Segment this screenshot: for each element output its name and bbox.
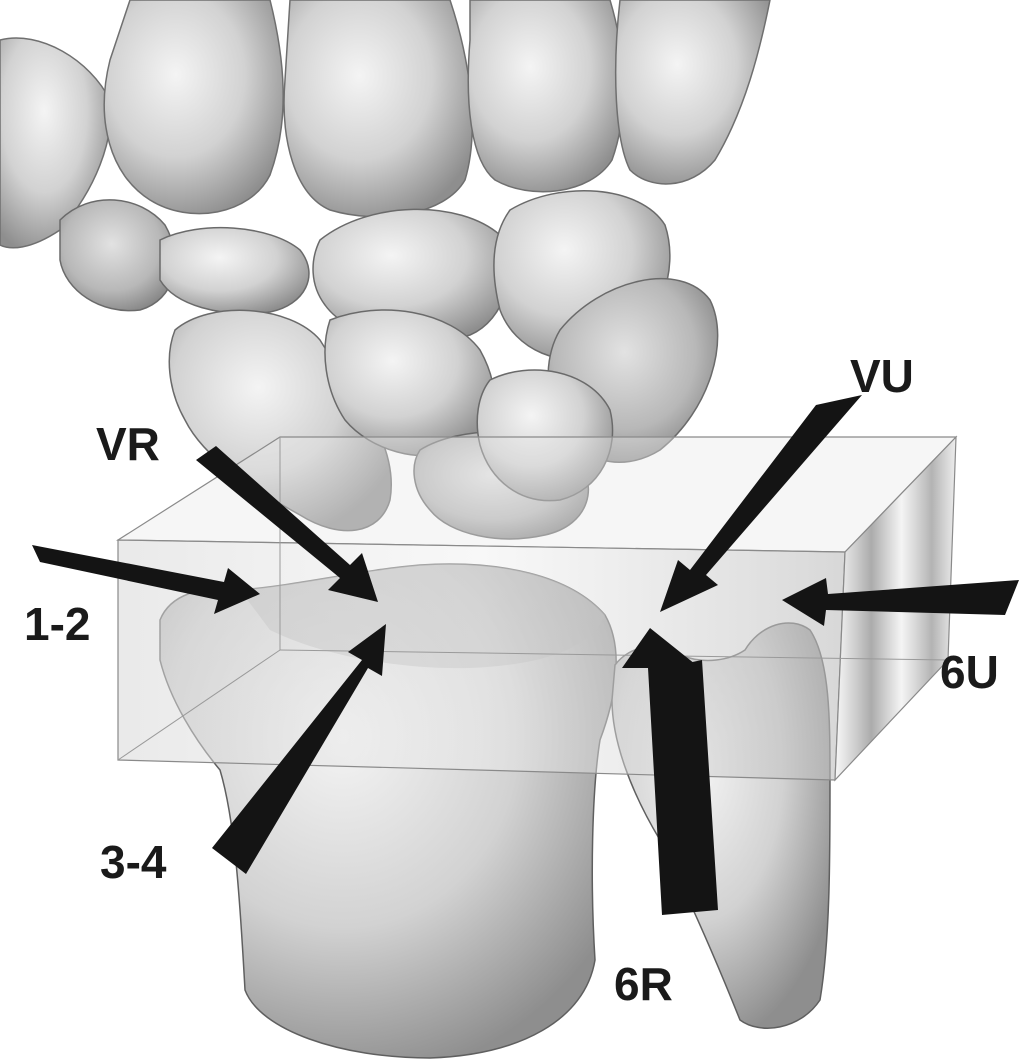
label-vr: VR [96,418,160,470]
label-3-4: 3-4 [100,836,167,888]
metacarpal-5 [616,0,770,184]
trapezoid [160,228,309,314]
metacarpal-3 [284,0,472,217]
trapezium [60,200,175,311]
label-6r: 6R [614,958,673,1010]
label-vu: VU [850,350,914,402]
metacarpal-4 [468,0,623,192]
label-1-2: 1-2 [24,598,90,650]
label-6u: 6U [940,646,999,698]
metacarpal-2 [104,0,283,214]
